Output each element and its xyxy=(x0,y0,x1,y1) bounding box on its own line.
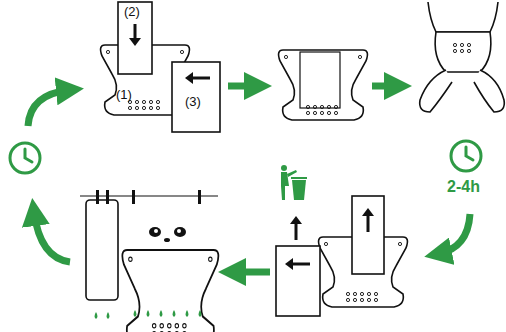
callout-number: (2) xyxy=(124,5,140,19)
duration-label: 2-4h xyxy=(447,178,480,196)
callout-number: (1) xyxy=(116,88,132,102)
callout-number: (3) xyxy=(185,95,201,109)
